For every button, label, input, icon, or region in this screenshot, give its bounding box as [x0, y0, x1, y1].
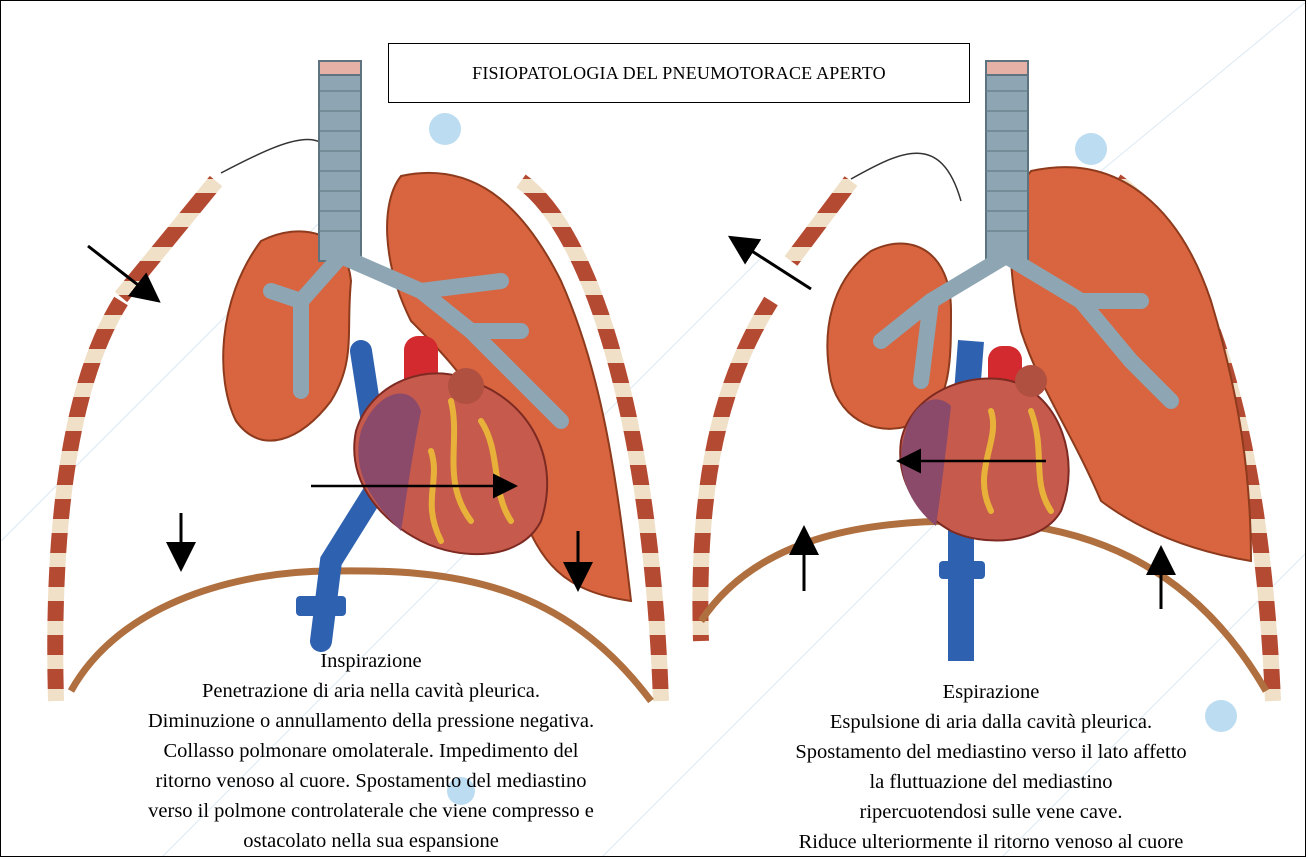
page-title-box: FISIOPATOLOGIA DEL PNEUMOTORACE APERTO: [388, 43, 970, 103]
left-caption-line: ostacolato nella sua espansione: [41, 826, 701, 856]
left-caption-line: ritorno venoso al cuore. Spostamento del…: [41, 766, 701, 796]
left-caption-line: verso il polmone controlaterale che vien…: [41, 796, 701, 826]
right-rib-cage: [700, 301, 771, 641]
left-caption-heading: Inspirazione: [41, 646, 701, 676]
right-diaphragm: [701, 521, 1266, 691]
page-title: FISIOPATOLOGIA DEL PNEUMOTORACE APERTO: [472, 63, 886, 84]
left-caption-line: Penetrazione di aria nella cavità pleuri…: [41, 676, 701, 706]
right-caption-line: Espulsione di aria dalla cavità pleurica…: [701, 707, 1281, 737]
right-caption-line: la fluttuazione del mediastino: [701, 767, 1281, 797]
left-caption: Inspirazione Penetrazione di aria nella …: [41, 646, 701, 856]
left-caption-line: Diminuzione o annullamento della pressio…: [41, 706, 701, 736]
right-caption-line: ripercuotendosi sulle vene cave.: [701, 797, 1281, 827]
right-caption-line: Spostamento del mediastino verso il lato…: [701, 737, 1281, 767]
right-caption-heading: Espirazione: [701, 677, 1281, 707]
right-caption: Espirazione Espulsione di aria dalla cav…: [701, 677, 1281, 857]
left-diagram: [55, 61, 661, 701]
left-caption-line: Collasso polmonare omolaterale. Impedime…: [41, 736, 701, 766]
right-diagram: [700, 61, 1273, 701]
right-caption-line: Riduce ulteriormente il ritorno venoso a…: [701, 827, 1281, 857]
